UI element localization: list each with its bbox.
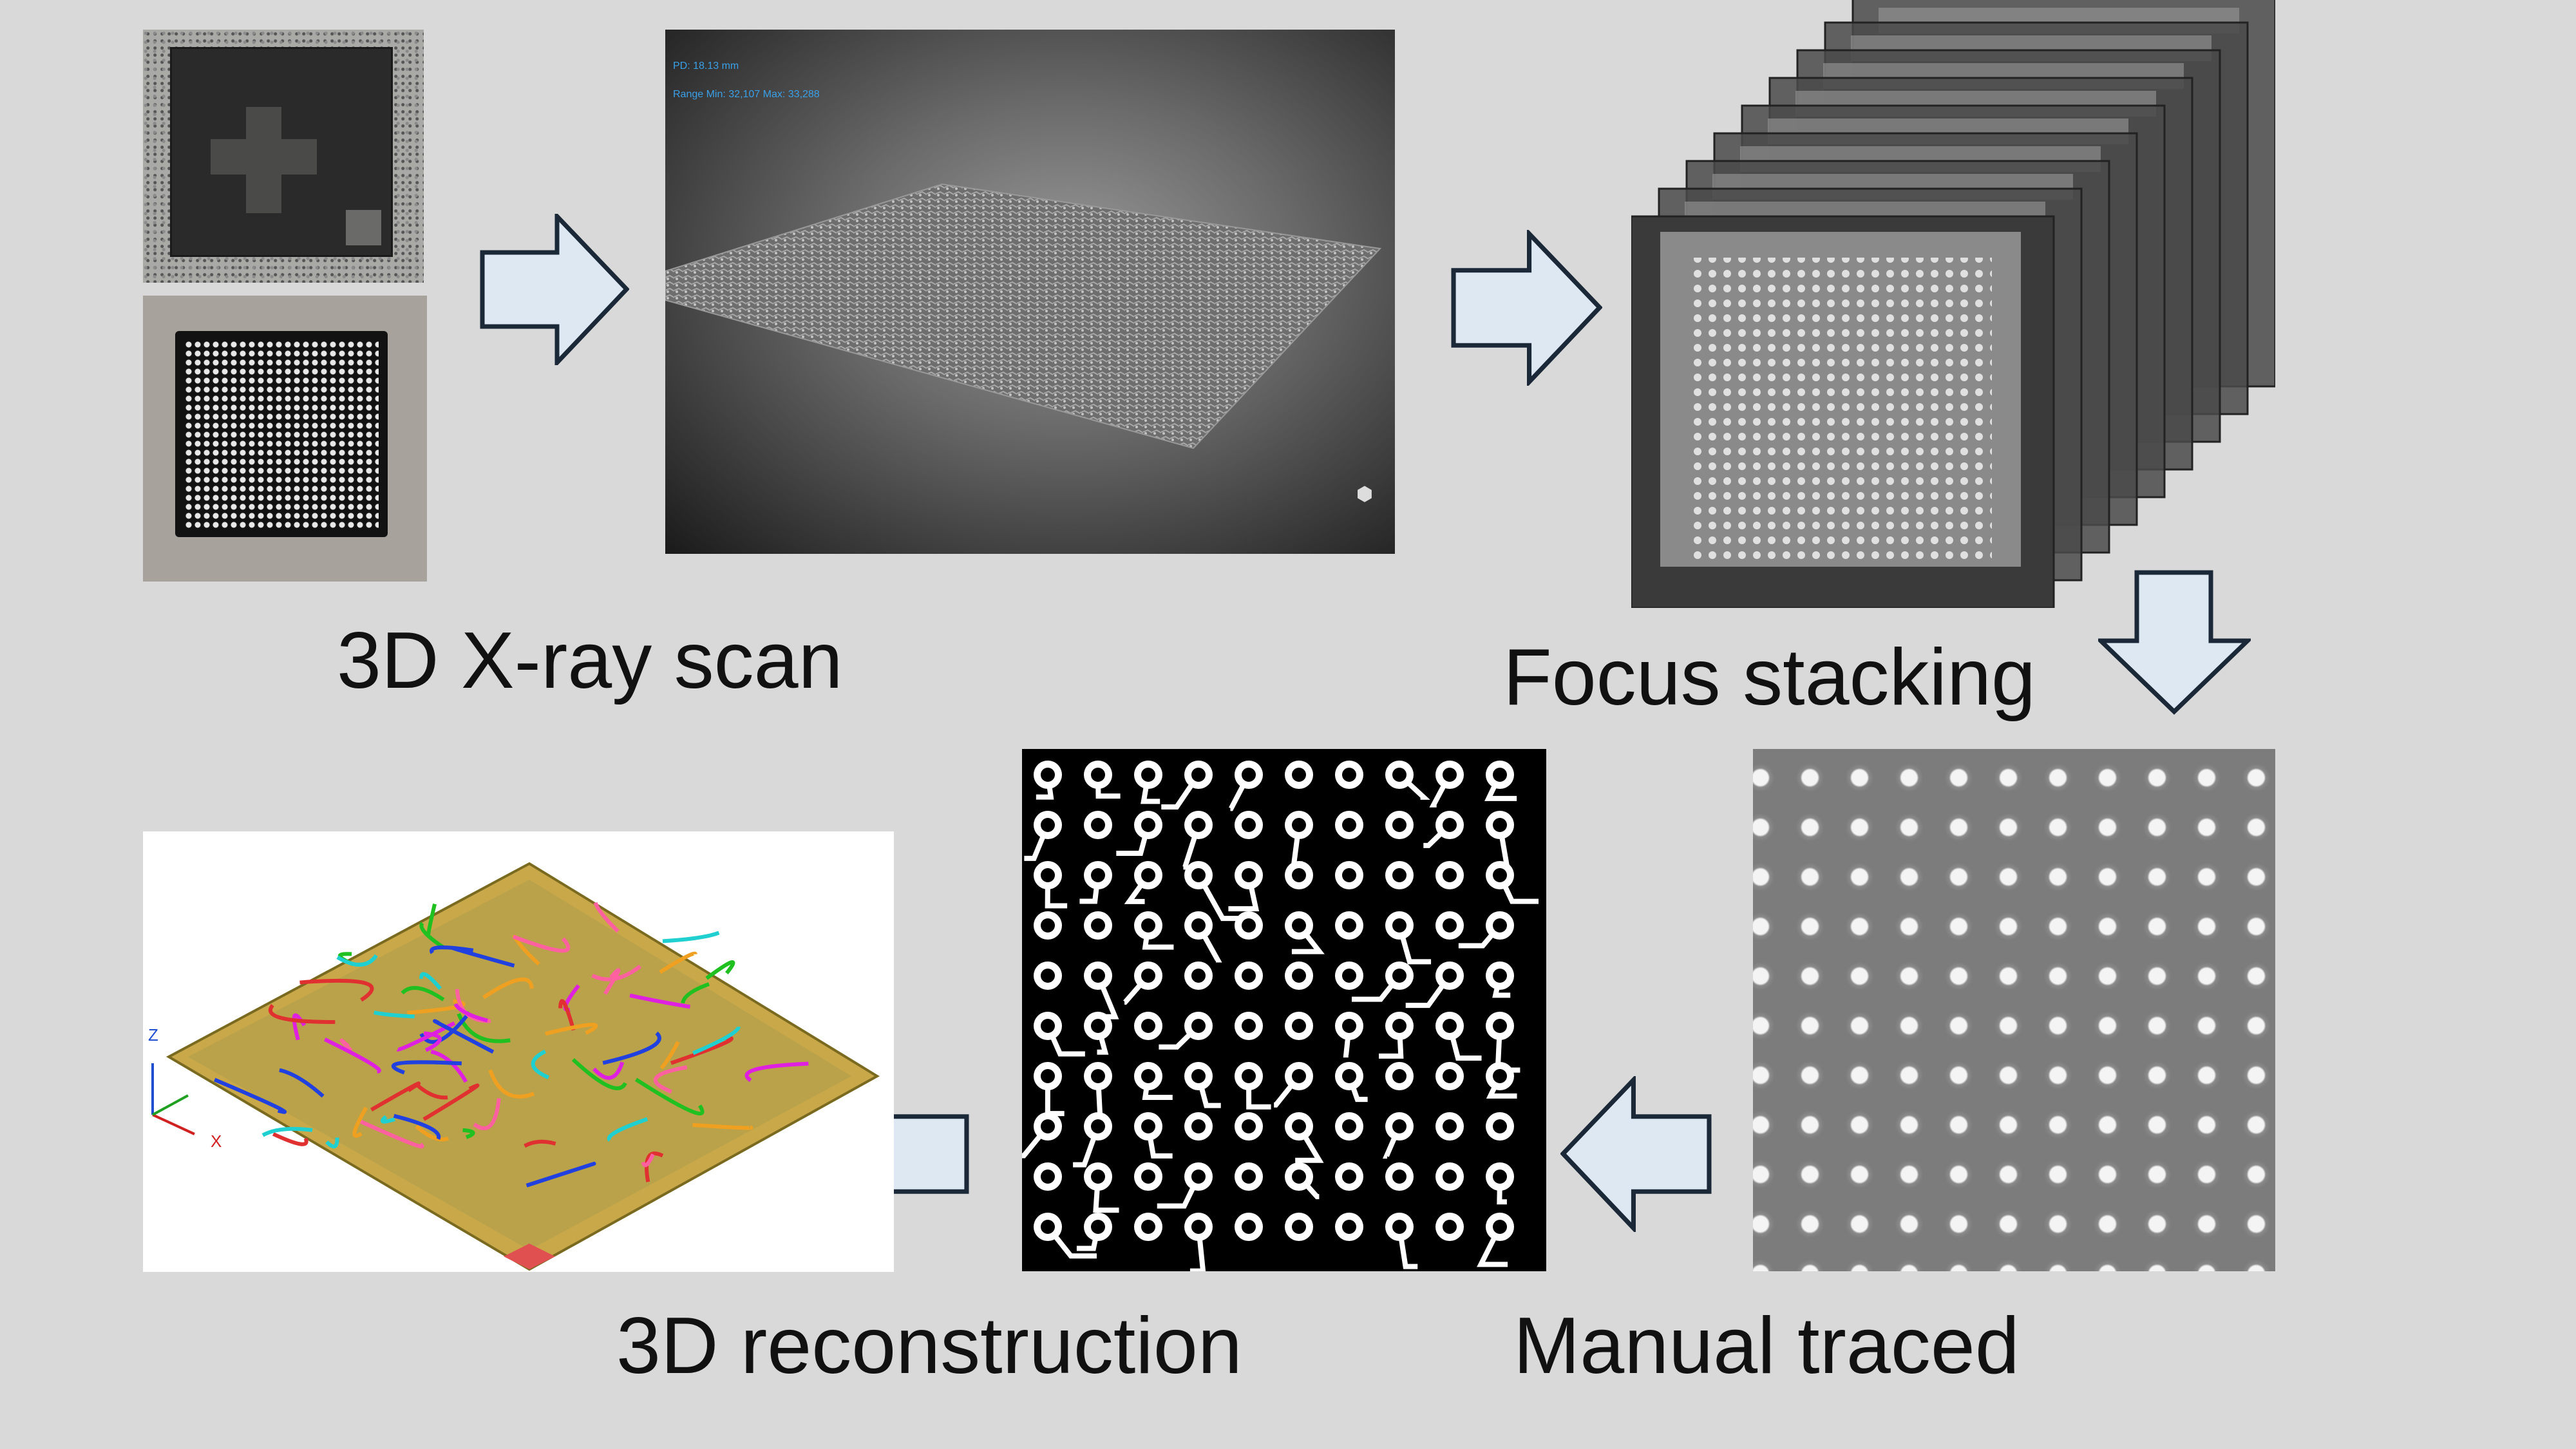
arrow-down-icon [2098,570,2251,715]
x-axis-label: X [211,1132,222,1151]
label-manual-traced: Manual traced [1513,1302,2020,1390]
arrow-right-icon [480,214,629,365]
label-xray-scan: 3D X-ray scan [337,616,843,705]
focus-slice-closeup [1753,749,2275,1271]
ball-grid [184,340,379,528]
x-axis [152,1113,195,1135]
arrow-left-icon [1560,1076,1712,1232]
range-readout: Range Min: 32,107 Max: 33,288 [673,89,820,100]
orientation-cube-icon[interactable]: ⬢ [1356,484,1374,505]
chip-bga-photo [143,296,427,582]
focus-stack-slices [1631,0,2275,608]
label-focus-stacking: Focus stacking [1503,633,2036,722]
pd-readout: PD: 18.13 mm [673,61,739,71]
manual-traced-layout [1022,749,1546,1271]
arrow-right-icon [1451,230,1602,386]
xray-board-volume [665,183,1382,450]
reconstruction-3d-model: Z X [143,831,894,1272]
chip-package [172,49,391,255]
z-axis-label: Z [148,1025,158,1045]
label-3d-reconstruction: 3D reconstruction [616,1302,1242,1390]
chip-photo-top [143,30,424,283]
xray-3d-view: PD: 18.13 mm Range Min: 32,107 Max: 33,2… [665,30,1395,554]
